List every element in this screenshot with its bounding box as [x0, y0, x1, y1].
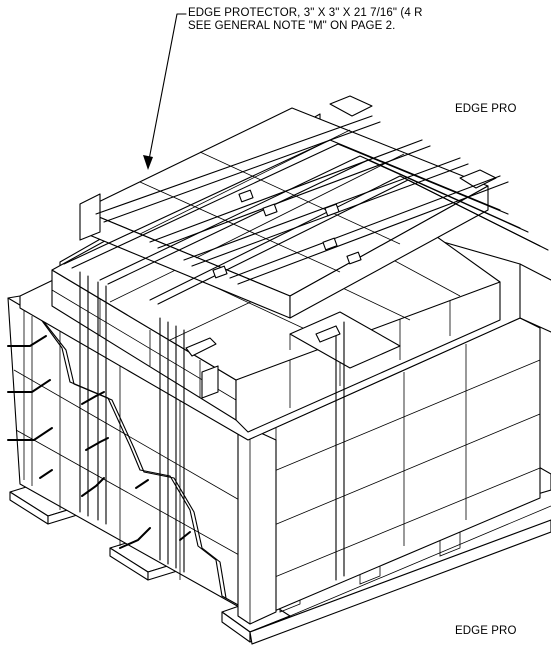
- edge-protector-vertical-front: [237, 427, 277, 625]
- straps-crosswise: [63, 139, 549, 305]
- strap-buckles: [212, 189, 362, 279]
- top-tier: [79, 95, 497, 319]
- cutaway-marks: [7, 335, 191, 549]
- edge-protector-callout: EDGE PROTECTOR, 3" X 3" X 21 7/16" (4 R …: [188, 7, 423, 33]
- callout-leader-top: [143, 13, 187, 170]
- edge-protector-mid-callout: EDGE PRO: [455, 103, 517, 115]
- callout-text-line2: SEE GENERAL NOTE "M" ON PAGE 2.: [188, 20, 396, 32]
- arrowhead-icon: [143, 155, 153, 170]
- edge-protector-bottom-callout: EDGE PRO: [455, 625, 517, 637]
- callout-text-line1: EDGE PROTECTOR, 3" X 3" X 21 7/16" (4 R: [188, 7, 423, 19]
- straps-vertical: [79, 271, 345, 581]
- edge-protectors-upper: [185, 325, 341, 399]
